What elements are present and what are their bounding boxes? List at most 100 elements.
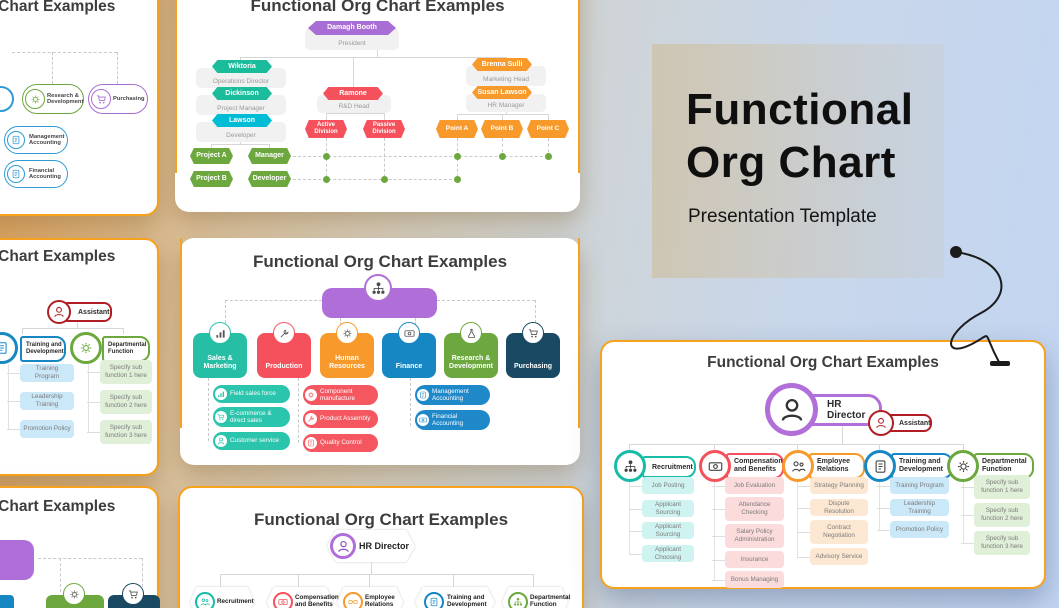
- org-icon: [508, 592, 528, 608]
- assistant-label: Assistant: [78, 308, 110, 316]
- sub-function[interactable]: Insurance: [712, 551, 784, 568]
- column-label: Compensation and Benefits: [734, 458, 783, 473]
- column-header[interactable]: Compensation and Benefits: [726, 453, 784, 479]
- gears-icon: [947, 450, 979, 482]
- squiggle-arrow-decoration: [950, 246, 1010, 366]
- sub-function[interactable]: Leadership Training: [7, 392, 74, 410]
- department-node[interactable]: Compensation and Benefits: [267, 587, 339, 608]
- sub-item[interactable]: Customer service: [213, 432, 290, 450]
- cart-icon: [91, 89, 111, 109]
- department-node[interactable]: Training and Development: [415, 587, 495, 608]
- org-node[interactable]: Ramone: [323, 87, 383, 100]
- sub-function[interactable]: Leadership Training: [877, 499, 949, 516]
- doc-icon: [417, 389, 429, 401]
- sub-function[interactable]: Dispute Resolution: [797, 499, 868, 516]
- org-node[interactable]: Project A: [190, 148, 233, 164]
- connector: [879, 482, 880, 530]
- connector: [22, 328, 23, 334]
- connector: [88, 364, 89, 432]
- sub-function[interactable]: Promotion Policy: [877, 521, 949, 538]
- connector: [371, 562, 372, 574]
- column-header[interactable]: Departmental Function: [974, 453, 1034, 479]
- sub-function[interactable]: Training Program: [7, 364, 74, 382]
- org-node[interactable]: Active Division: [305, 120, 347, 138]
- org-node[interactable]: Susan Lawson: [472, 86, 532, 99]
- sub-function[interactable]: Bonus Managing: [712, 571, 784, 588]
- column-label: Recruitment: [652, 463, 693, 471]
- slide-thumbnail-top-center[interactable]: Functional Org Chart Examples President …: [175, 0, 580, 212]
- sub-item[interactable]: Product Assembly: [303, 410, 378, 428]
- matrix-dot: [499, 153, 506, 160]
- sub-item[interactable]: Quality Control: [303, 434, 378, 452]
- sub-function[interactable]: Specify sub function 2 here: [87, 390, 152, 414]
- person-icon: [215, 435, 227, 447]
- org-node[interactable]: Developer: [248, 171, 291, 187]
- department-node[interactable]: Recruitment: [190, 587, 254, 608]
- sub-function[interactable]: Applicant Sourcing: [629, 522, 694, 539]
- sub-function[interactable]: Advisory Service: [797, 548, 868, 565]
- sub-function[interactable]: Job Posting: [629, 477, 694, 494]
- sub-function[interactable]: Specify sub function 1 here: [87, 360, 152, 384]
- sub-item[interactable]: E-commerce & direct sales: [213, 407, 290, 427]
- department-box[interactable]: Sales & Marketing: [193, 333, 247, 378]
- sub-function[interactable]: Job Evaluation: [712, 477, 784, 494]
- matrix-dot: [381, 176, 388, 183]
- sub-function[interactable]: Specify sub function 3 here: [961, 531, 1030, 555]
- matrix-line: [502, 138, 503, 158]
- sub-function[interactable]: Specify sub function 1 here: [961, 475, 1030, 499]
- assistant-node[interactable]: Assistant: [64, 302, 112, 322]
- org-node[interactable]: Lawson: [212, 114, 272, 127]
- column-header[interactable]: Employee Relations: [809, 453, 865, 479]
- org-node[interactable]: Brenna Sulli: [472, 58, 532, 71]
- sub-item[interactable]: Management Accounting: [415, 385, 490, 405]
- pill-management-accounting[interactable]: Management Accounting: [4, 126, 68, 154]
- org-node[interactable]: Point C: [527, 120, 569, 138]
- matrix-line: [326, 138, 327, 182]
- sub-function[interactable]: Training Program: [877, 477, 949, 494]
- sub-function[interactable]: Salary Policy Administration: [712, 524, 784, 548]
- column-header[interactable]: Recruitment: [642, 456, 696, 478]
- org-node[interactable]: Manager: [248, 148, 291, 164]
- pill-financial-accounting[interactable]: Financial Accounting: [4, 160, 68, 188]
- department-node[interactable]: Departmental Function: [502, 587, 570, 608]
- money-icon: [273, 592, 293, 608]
- slide-thumbnail-bottom-left[interactable]: Functional Org Chart Examples: [0, 486, 160, 608]
- pill-research-development[interactable]: Research & Development: [22, 84, 84, 114]
- slide-thumbnail-center[interactable]: Functional Org Chart Examples Sales & Ma…: [180, 238, 580, 465]
- connector: [963, 444, 964, 454]
- sub-item[interactable]: Field sales force: [213, 385, 290, 403]
- column-header[interactable]: Training and Development: [20, 336, 66, 362]
- column-label: Training and Development: [26, 342, 64, 355]
- org-node[interactable]: Damagh Booth: [308, 21, 396, 35]
- org-node[interactable]: Point A: [436, 120, 478, 138]
- department-node[interactable]: Employee Relations: [337, 587, 403, 608]
- sub-function[interactable]: Applicant Choosing: [629, 545, 694, 562]
- sub-function[interactable]: Promotion Policy: [7, 420, 74, 438]
- column-header[interactable]: Departmental Function: [102, 336, 150, 362]
- matrix-line: [457, 138, 458, 182]
- org-node[interactable]: Wiktoria: [212, 60, 272, 73]
- slide-featured[interactable]: Functional Org Chart Examples HR Directo…: [600, 340, 1046, 589]
- sub-item[interactable]: Financial Accounting: [415, 410, 490, 430]
- assistant-label: Assistant: [899, 419, 931, 427]
- pill-purchasing[interactable]: Purchasing: [88, 84, 148, 114]
- slide-thumbnail-top-left[interactable]: Functional Org Chart Examples Research &…: [0, 0, 159, 216]
- sub-function[interactable]: Attendance Checking: [712, 497, 784, 521]
- people-icon: [782, 450, 814, 482]
- org-node[interactable]: Point B: [481, 120, 523, 138]
- sub-function[interactable]: Specify sub function 2 here: [961, 503, 1030, 527]
- slide-thumbnail-mid-left[interactable]: Functional Org Chart Examples Assistant …: [0, 238, 159, 476]
- column-header[interactable]: Training and Development: [891, 453, 953, 479]
- slide-thumbnail-bottom-center[interactable]: Functional Org Chart Examples HR Directo…: [178, 486, 584, 608]
- org-node[interactable]: Passive Division: [363, 120, 405, 138]
- sub-function[interactable]: Specify sub function 3 here: [87, 420, 152, 444]
- sub-function[interactable]: Applicant Sourcing: [629, 500, 694, 517]
- org-node[interactable]: Dickinson: [212, 87, 272, 100]
- sub-item[interactable]: Component manufacture: [303, 385, 378, 405]
- hero-title-line1: Functional: [686, 85, 914, 134]
- connector: [437, 300, 535, 301]
- org-node[interactable]: Project B: [190, 171, 233, 187]
- slide-title: Functional Org Chart Examples: [0, 0, 116, 15]
- sub-function[interactable]: Strategy Planning: [797, 477, 868, 494]
- sub-function[interactable]: Contract Negotiation: [797, 520, 868, 544]
